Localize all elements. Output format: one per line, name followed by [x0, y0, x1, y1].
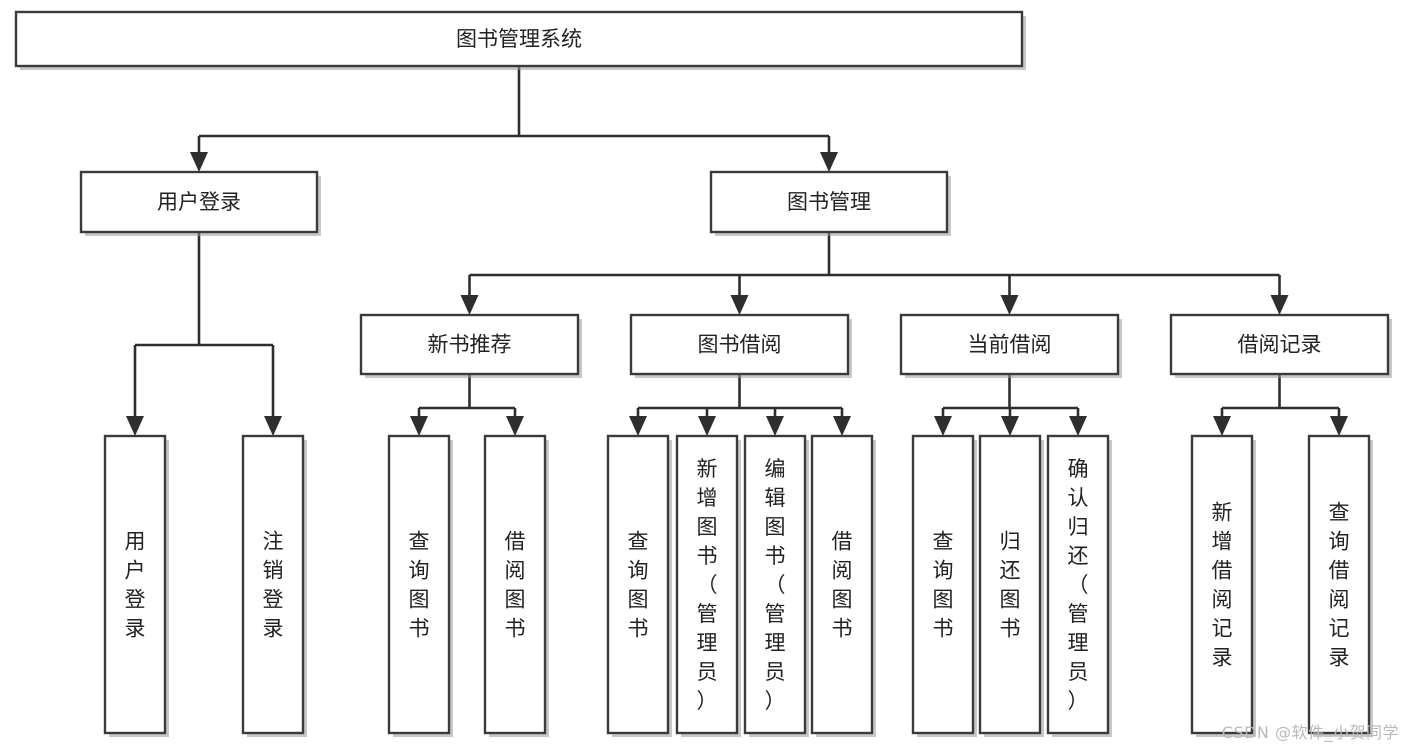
- node-book-manage-box[interactable]: [709, 170, 949, 234]
- conn-user-login-arrow-1: [264, 416, 282, 436]
- node-leaf-query-record-box[interactable]: [1307, 434, 1371, 735]
- node-leaf-return-book[interactable]: 归还图书: [978, 434, 1044, 737]
- node-new-book-recommend[interactable]: 新书推荐: [359, 313, 582, 378]
- conn-book-manage-arrow-2: [1000, 295, 1019, 315]
- node-layer: 图书管理系统用户登录用户登录注销登录图书管理新书推荐查询图书借阅图书图书借阅查询…: [14, 10, 1392, 737]
- node-leaf-query-book-3[interactable]: 查询图书: [911, 434, 977, 737]
- node-leaf-edit-book-label: 编辑图书（管理员）: [765, 457, 786, 713]
- node-leaf-borrow-book-1-label: 借阅图书: [505, 530, 526, 641]
- conn-root-arrow-1: [820, 152, 838, 172]
- node-leaf-user-login-box[interactable]: [103, 434, 167, 735]
- node-leaf-add-record[interactable]: 新增借阅记录: [1190, 434, 1256, 737]
- node-user-login-box[interactable]: [79, 170, 319, 234]
- node-current-borrow-label: 当前借阅: [968, 333, 1052, 357]
- conn-current-borrow-arrow-2: [1069, 416, 1087, 436]
- node-leaf-add-book-label: 新增图书（管理员）: [697, 457, 718, 713]
- node-book-manage-label: 图书管理: [787, 190, 871, 214]
- node-root-label: 图书管理系统: [456, 27, 582, 51]
- conn-borrow-record-arrow-1: [1330, 416, 1348, 436]
- node-leaf-edit-book[interactable]: 编辑图书（管理员）: [743, 434, 809, 737]
- conn-current-borrow-arrow-1: [1001, 416, 1019, 436]
- conn-book-borrow-arrow-3: [833, 416, 851, 436]
- node-leaf-add-book[interactable]: 新增图书（管理员）: [675, 434, 741, 737]
- node-leaf-query-book-2-box[interactable]: [606, 434, 670, 735]
- node-current-borrow-box[interactable]: [899, 313, 1120, 376]
- node-leaf-borrow-book-2-box[interactable]: [810, 434, 874, 735]
- node-user-login-label: 用户登录: [157, 190, 241, 214]
- node-root[interactable]: 图书管理系统: [14, 10, 1026, 70]
- node-leaf-user-logout-box[interactable]: [241, 434, 305, 735]
- node-leaf-query-record-label: 查询借阅记录: [1329, 501, 1350, 670]
- node-book-borrow[interactable]: 图书借阅: [629, 313, 852, 378]
- conn-new-book-recommend-arrow-1: [506, 416, 524, 436]
- node-leaf-query-record[interactable]: 查询借阅记录: [1307, 434, 1373, 737]
- conn-new-book-recommend-arrow-0: [410, 416, 428, 436]
- node-current-borrow[interactable]: 当前借阅: [899, 313, 1122, 378]
- conn-book-borrow-arrow-0: [629, 416, 647, 436]
- node-leaf-query-book-3-box[interactable]: [911, 434, 975, 735]
- conn-book-manage-arrow-1: [730, 295, 749, 315]
- csdn-watermark: CSDN @软件_小贺同学: [1221, 723, 1399, 742]
- node-leaf-add-record-box[interactable]: [1190, 434, 1254, 735]
- node-book-manage[interactable]: 图书管理: [709, 170, 951, 236]
- node-root-box[interactable]: [14, 10, 1024, 68]
- node-leaf-user-logout[interactable]: 注销登录: [241, 434, 307, 737]
- node-borrow-record-label: 借阅记录: [1238, 333, 1322, 357]
- node-leaf-confirm-return[interactable]: 确认归还（管理员）: [1046, 434, 1112, 737]
- node-leaf-return-book-box[interactable]: [978, 434, 1042, 735]
- node-leaf-add-book-box[interactable]: [675, 434, 739, 735]
- node-leaf-borrow-book-2[interactable]: 借阅图书: [810, 434, 876, 737]
- node-leaf-user-login-label: 用户登录: [125, 530, 146, 641]
- conn-book-manage-arrow-0: [460, 295, 479, 315]
- conn-user-login-arrow-0: [126, 416, 144, 436]
- node-borrow-record-box[interactable]: [1169, 313, 1390, 376]
- node-leaf-query-book-2-label: 查询图书: [628, 530, 649, 641]
- connector-layer: [126, 66, 1348, 436]
- node-leaf-borrow-book-1-box[interactable]: [483, 434, 547, 735]
- conn-current-borrow-arrow-0: [934, 416, 952, 436]
- node-user-login[interactable]: 用户登录: [79, 170, 321, 236]
- node-leaf-query-book-3-label: 查询图书: [933, 530, 954, 641]
- node-new-book-recommend-box[interactable]: [359, 313, 580, 376]
- node-leaf-borrow-book-2-label: 借阅图书: [832, 530, 853, 641]
- node-leaf-edit-book-box[interactable]: [743, 434, 807, 735]
- conn-book-borrow-arrow-1: [698, 416, 716, 436]
- conn-book-manage-arrow-3: [1270, 295, 1289, 315]
- node-borrow-record[interactable]: 借阅记录: [1169, 313, 1392, 378]
- node-leaf-query-book-1-box[interactable]: [387, 434, 451, 735]
- node-new-book-recommend-label: 新书推荐: [428, 333, 512, 357]
- node-leaf-user-login[interactable]: 用户登录: [103, 434, 169, 737]
- node-leaf-query-book-1[interactable]: 查询图书: [387, 434, 453, 737]
- node-leaf-confirm-return-label: 确认归还（管理员）: [1068, 457, 1089, 713]
- conn-borrow-record-arrow-0: [1213, 416, 1231, 436]
- node-leaf-query-book-1-label: 查询图书: [409, 530, 430, 641]
- node-leaf-return-book-label: 归还图书: [1000, 530, 1021, 641]
- conn-root-arrow-0: [190, 152, 208, 172]
- node-book-borrow-label: 图书借阅: [698, 333, 782, 357]
- node-book-borrow-box[interactable]: [629, 313, 850, 376]
- node-leaf-query-book-2[interactable]: 查询图书: [606, 434, 672, 737]
- node-leaf-confirm-return-box[interactable]: [1046, 434, 1110, 735]
- node-leaf-add-record-label: 新增借阅记录: [1212, 501, 1233, 670]
- node-leaf-borrow-book-1[interactable]: 借阅图书: [483, 434, 549, 737]
- conn-book-borrow-arrow-2: [766, 416, 784, 436]
- node-leaf-user-logout-label: 注销登录: [263, 530, 284, 641]
